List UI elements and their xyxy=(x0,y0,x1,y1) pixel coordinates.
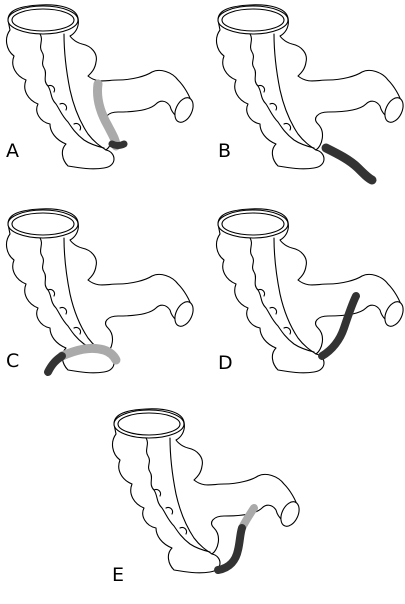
panel-label-e: E xyxy=(112,566,124,585)
panel-d: D xyxy=(210,204,405,404)
panel-label-d: D xyxy=(218,354,233,373)
panel-c: C xyxy=(0,204,200,404)
panel-e: E xyxy=(106,404,306,604)
appendix-visible-segment xyxy=(112,144,124,146)
panel-label-c: C xyxy=(6,352,19,371)
appendix-visible-segment xyxy=(48,356,62,372)
panel-label-b: B xyxy=(218,142,231,161)
colon-outline xyxy=(217,209,405,373)
colon-illustration-d xyxy=(210,204,405,404)
appendix-visible-segment xyxy=(218,528,242,570)
panel-label-a: A xyxy=(6,142,19,161)
colon-outline xyxy=(217,5,405,169)
panel-b: B xyxy=(210,0,405,200)
appendix-visible-segment xyxy=(326,148,372,180)
colon-illustration-b xyxy=(210,0,405,200)
colon-illustration-a xyxy=(0,0,200,200)
colon-illustration-e xyxy=(106,404,306,604)
panel-a: A xyxy=(0,0,200,200)
colon-illustration-c xyxy=(0,204,200,404)
colon-outline xyxy=(113,409,303,573)
